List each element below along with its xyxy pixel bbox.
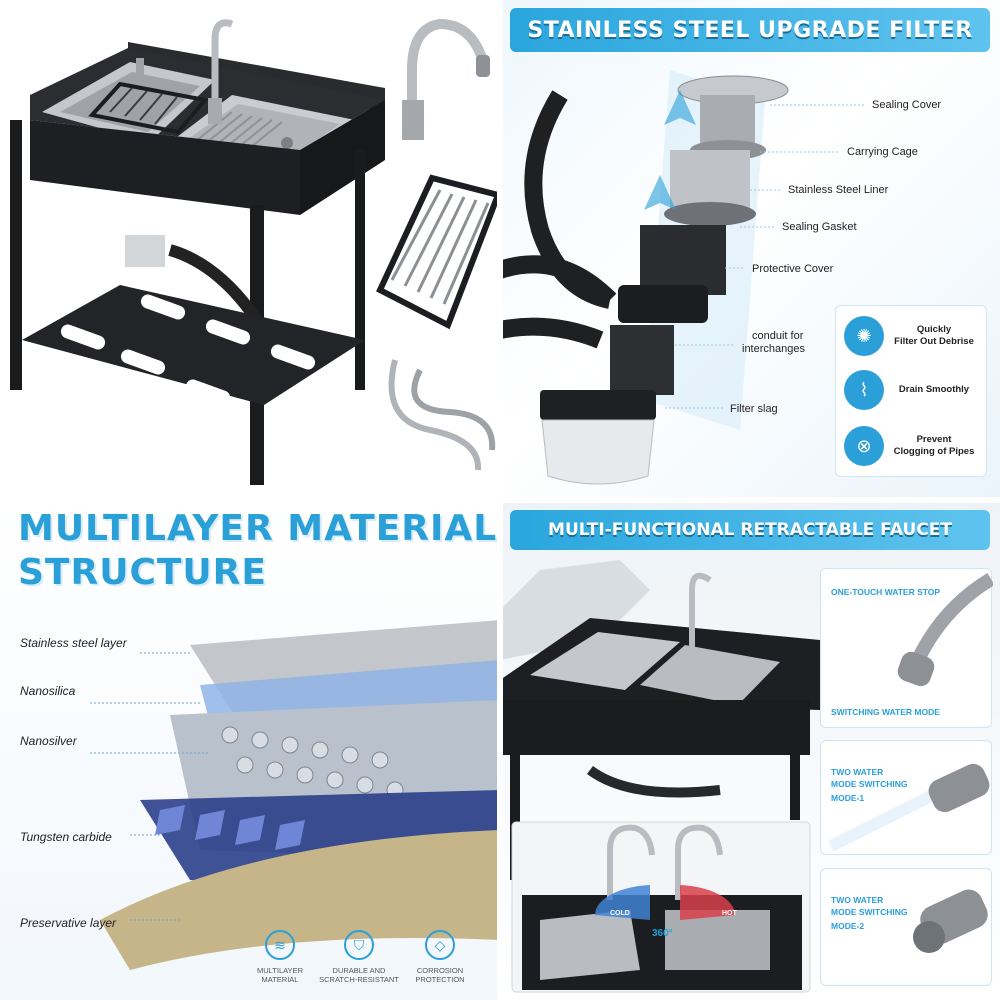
label-protective-cover: Protective Cover	[752, 263, 834, 275]
card-water-stop: ONE-TOUCH WATER STOP SWITCHING WATER MOD…	[820, 568, 993, 728]
filter-banner: STAINLESS STEEL UPGRADE FILTER	[510, 8, 990, 52]
collage-divider-horizontal	[0, 497, 1000, 503]
layer-preservative: Preservative layer	[20, 916, 117, 930]
label-conduit-line1: conduit for	[752, 330, 804, 342]
sprayer-head-icon	[897, 572, 993, 687]
label-stainless-steel-liner: Stainless Steel Liner	[788, 184, 889, 196]
filter-banner-text: STAINLESS STEEL UPGRADE FILTER	[527, 17, 973, 43]
diamond-icon: ◇	[425, 930, 455, 960]
faucet-banner-text: MULTI-FUNCTIONAL RETRACTABLE FAUCET	[548, 520, 952, 540]
badge-durable: ⛉ DURABLE AND SCRATCH-RESISTANT	[314, 930, 404, 984]
wheel-icon: ⊗	[844, 426, 884, 466]
fan-icon: ✺	[844, 316, 884, 356]
faucet-sink-illustration	[500, 560, 820, 993]
material-title-line2: STRUCTURE	[18, 552, 267, 593]
material-title-line1: MULTILAYER MATERIAL	[18, 508, 498, 549]
sprayer-spray-icon	[913, 889, 988, 953]
badge-corrosion: ◇ CORROSION PROTECTION	[395, 930, 485, 984]
layers-icon: ≋	[265, 930, 295, 960]
layer-tungsten-carbide: Tungsten carbide	[20, 830, 112, 844]
faucet-banner: MULTI-FUNCTIONAL RETRACTABLE FAUCET	[510, 510, 990, 550]
card-mode-1: TWO WATER MODE SWITCHING MODE-1	[820, 740, 992, 855]
product-overview-panel	[0, 0, 500, 500]
cold-label: COLD	[610, 910, 630, 917]
feature-drain-smoothly: ⌇ Drain Smoothly	[844, 368, 984, 412]
shield-icon: ⛉	[344, 930, 374, 960]
layer-nanosilica: Nanosilica	[20, 684, 76, 698]
layer-stainless-steel: Stainless steel layer	[20, 636, 127, 650]
sprayer-stream-icon	[828, 763, 990, 852]
rotate-label: 360°	[652, 928, 673, 939]
card-mode-2: TWO WATER MODE SWITCHING MODE-2	[820, 868, 992, 986]
layer-nanosilver: Nanosilver	[20, 734, 77, 748]
faucet-icon: ⌇	[844, 370, 884, 410]
label-filter-slag: Filter slag	[730, 403, 778, 415]
label-sealing-cover: Sealing Cover	[872, 99, 942, 111]
faucet-panel: MULTI-FUNCTIONAL RETRACTABLE FAUCET COLD…	[500, 500, 1000, 1000]
hot-label: HOT	[722, 910, 737, 917]
filter-panel: STAINLESS STEEL UPGRADE FILTER	[500, 0, 1000, 500]
filter-exploded-illustration	[500, 70, 865, 485]
material-panel: MULTILAYER MATERIAL STRUCTURE	[0, 500, 500, 1000]
label-conduit-line2: interchanges	[742, 343, 805, 355]
label-sealing-gasket: Sealing Gasket	[782, 221, 857, 233]
material-layers-illustration	[90, 620, 500, 970]
label-carrying-cage: Carrying Cage	[847, 146, 918, 158]
sink-product-illustration	[10, 18, 500, 485]
badge-multilayer: ≋ MULTILAYER MATERIAL	[235, 930, 325, 984]
